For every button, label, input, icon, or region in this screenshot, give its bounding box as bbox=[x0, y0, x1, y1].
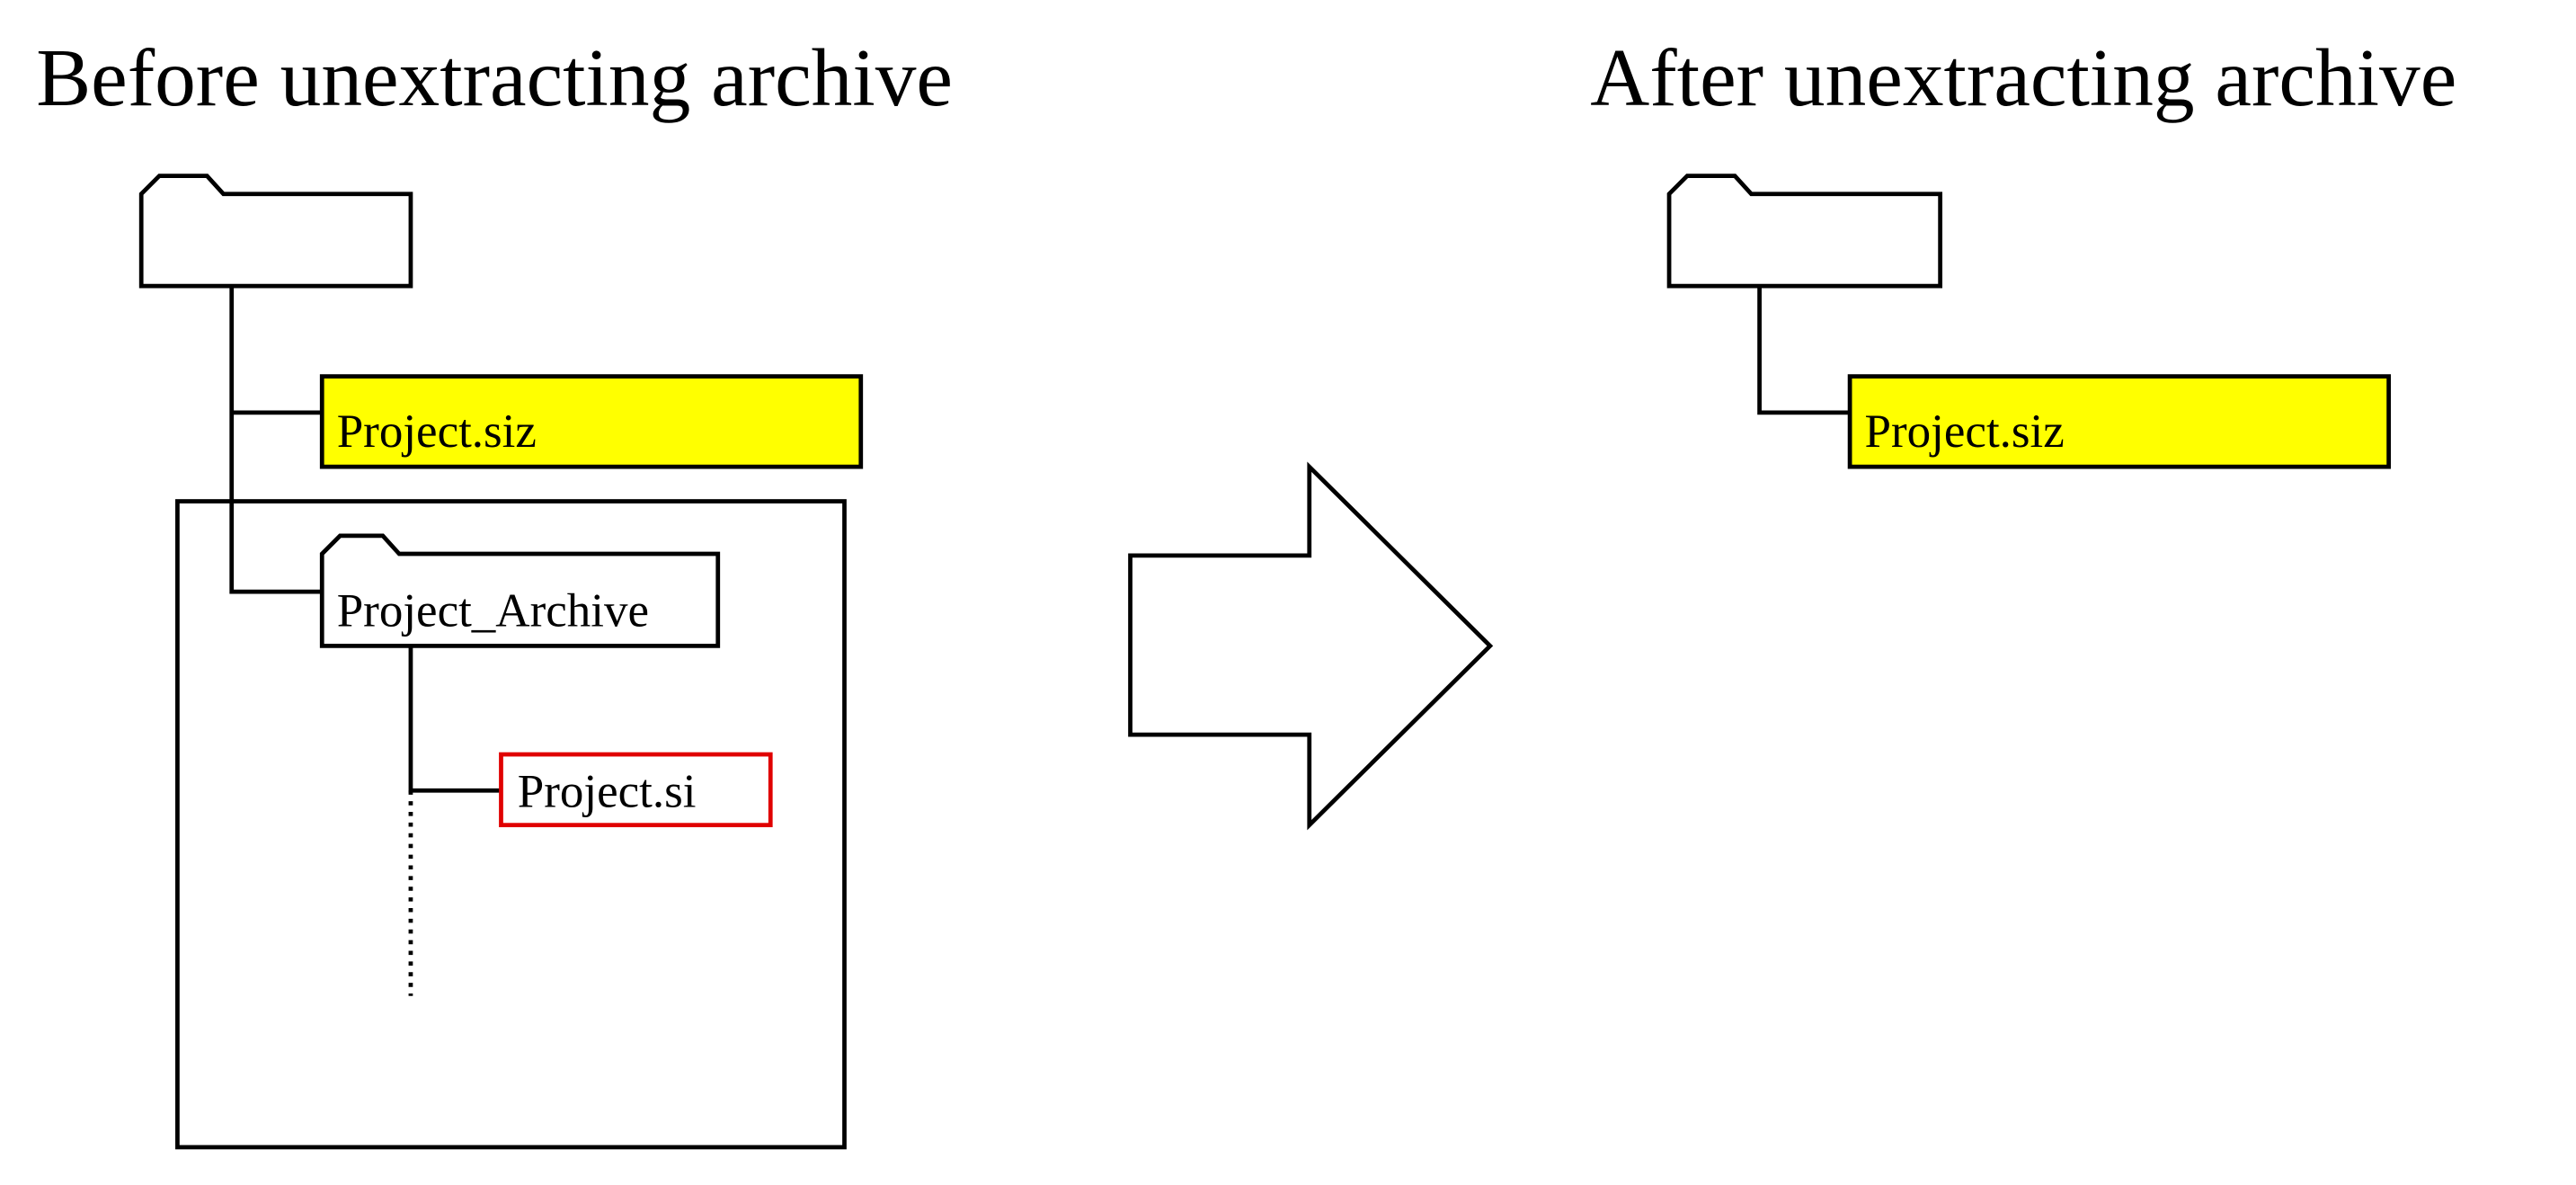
after-root-folder-icon bbox=[1666, 174, 1943, 289]
after-file-label: Project.siz bbox=[1865, 405, 2065, 458]
archive-folder-label: Project_Archive bbox=[337, 584, 649, 637]
archive-contents-frame bbox=[175, 499, 847, 1150]
after-file-box bbox=[1847, 374, 2392, 469]
right-arrow-icon bbox=[1128, 461, 1494, 831]
before-file-box bbox=[319, 374, 864, 469]
after-heading: After unextracting archive bbox=[1590, 32, 2456, 123]
archive-folder-icon bbox=[319, 533, 721, 648]
after-panel: After unextracting archive Project.siz bbox=[1590, 32, 2456, 469]
after-tree-connector bbox=[1757, 286, 1851, 415]
before-heading: Before unextracting archive bbox=[36, 32, 953, 123]
archive-tree-connector bbox=[408, 646, 502, 793]
archive-file-box bbox=[499, 752, 773, 828]
before-file-label: Project.siz bbox=[337, 405, 537, 458]
before-tree-connector bbox=[229, 286, 323, 594]
before-root-folder-icon bbox=[138, 174, 413, 289]
archive-file-label: Project.si bbox=[518, 766, 697, 818]
before-panel: Before unextracting archive Project.siz … bbox=[36, 32, 953, 1150]
